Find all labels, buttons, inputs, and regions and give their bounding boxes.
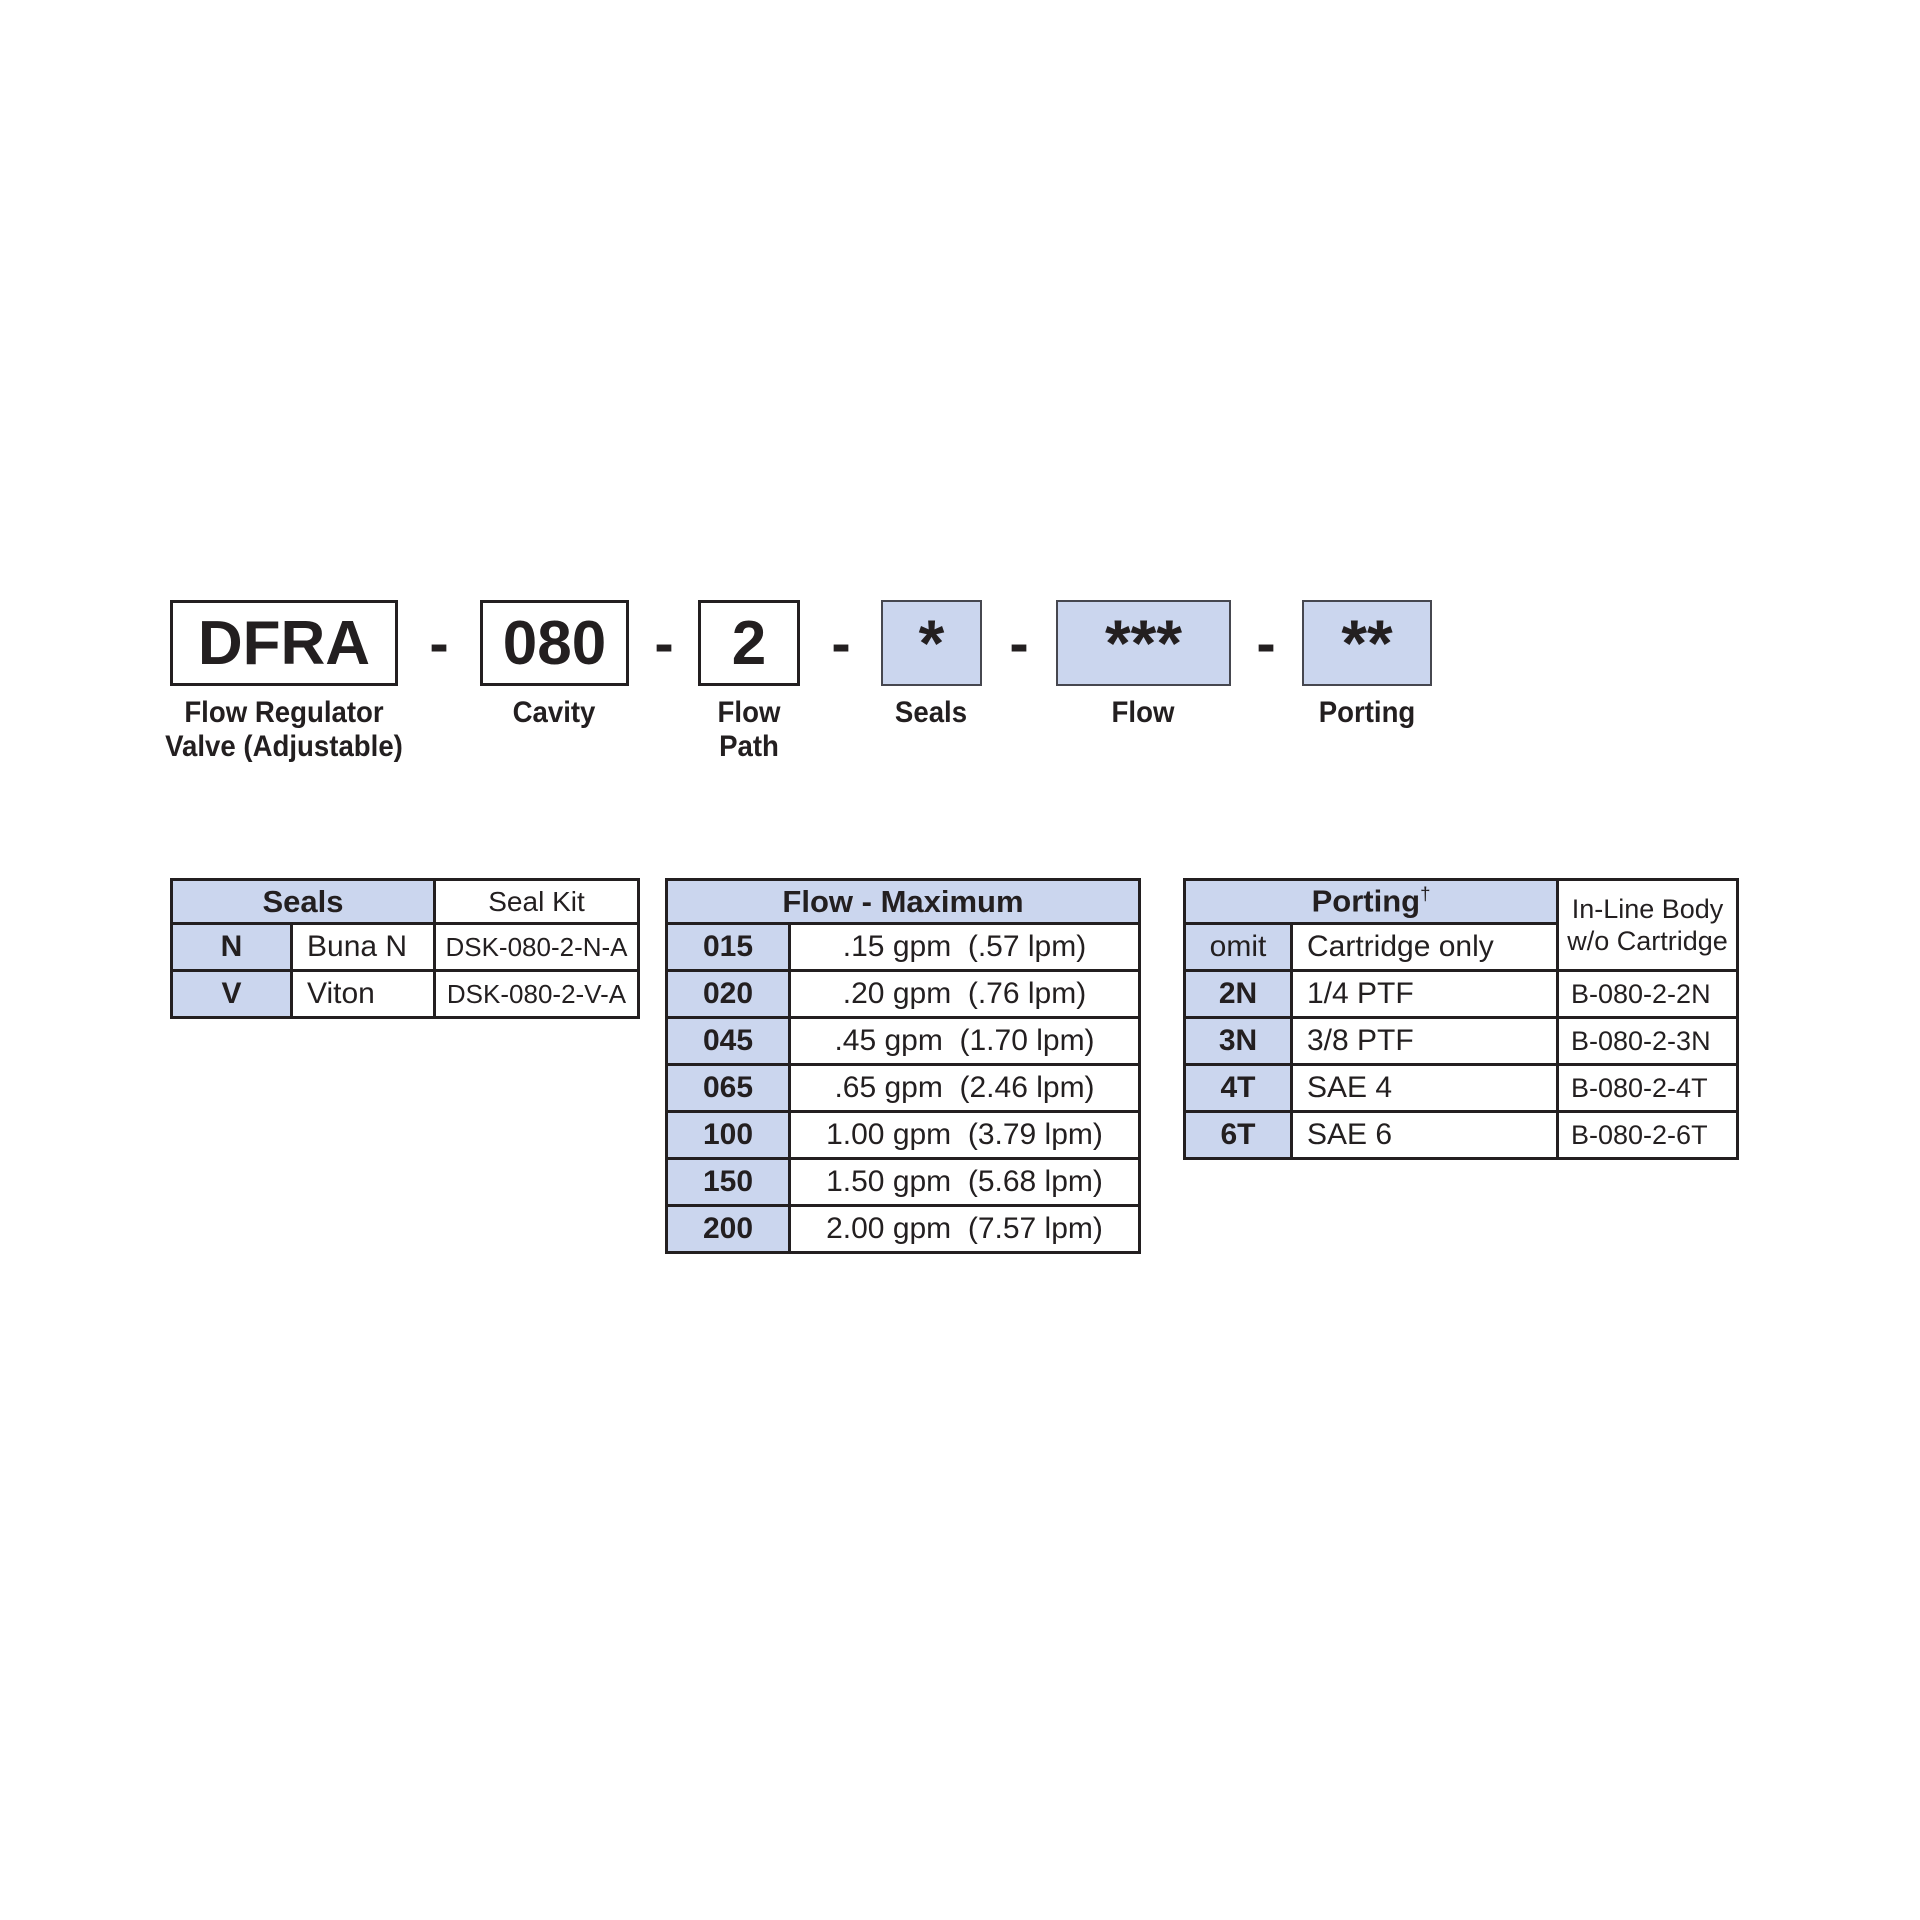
table-row: 4T SAE 4 B-080-2-4T: [1183, 1063, 1739, 1113]
inline-body-header-line: In-Line Body: [1571, 894, 1724, 924]
code-label-line: Porting: [1318, 696, 1416, 729]
code-text-seals: *: [918, 606, 945, 680]
inline-body-header: In-Line Body w/o Cartridge: [1556, 878, 1739, 972]
porting-description: Cartridge only: [1290, 922, 1559, 972]
porting-code: 2N: [1183, 969, 1293, 1019]
porting-description: SAE 4: [1290, 1063, 1559, 1113]
code-label-line: Flow Regulator: [184, 696, 384, 729]
code-label-line: Flow: [717, 696, 781, 729]
code-box-seals: *: [881, 600, 982, 686]
porting-description: 3/8 PTF: [1290, 1016, 1559, 1066]
inline-body-number: B-080-2-6T: [1556, 1110, 1739, 1160]
code-label-porting: Porting: [1220, 696, 1514, 730]
code-separator-dash: -: [831, 610, 851, 676]
seal-name: Buna N: [290, 922, 436, 972]
table-row: 3N 3/8 PTF B-080-2-3N: [1183, 1016, 1739, 1066]
porting-code: 4T: [1183, 1063, 1293, 1113]
flow-value: .20 gpm (.76 lpm): [788, 969, 1141, 1019]
porting-code: 6T: [1183, 1110, 1293, 1160]
table-row: 015 .15 gpm (.57 lpm): [665, 922, 1141, 972]
code-label-model: Flow Regulator Valve (Adjustable): [137, 696, 431, 764]
flow-value: .45 gpm (1.70 lpm): [788, 1016, 1141, 1066]
code-text-flow: ***: [1104, 606, 1183, 680]
porting-description: SAE 6: [1290, 1110, 1559, 1160]
flow-value: 1.00 gpm (3.79 lpm): [788, 1110, 1141, 1160]
table-row: 200 2.00 gpm (7.57 lpm): [665, 1204, 1141, 1254]
seal-kit-header: Seal Kit: [433, 878, 640, 925]
inline-body-number: B-080-2-4T: [1556, 1063, 1739, 1113]
code-text-flow-path: 2: [731, 608, 767, 678]
inline-body-number: B-080-2-3N: [1556, 1016, 1739, 1066]
table-row: V Viton DSK-080-2-V-A: [170, 969, 640, 1019]
code-box-porting: **: [1302, 600, 1432, 686]
seals-table: Seals Seal Kit N Buna N DSK-080-2-N-A V …: [170, 878, 640, 1019]
code-label-seals: Seals: [784, 696, 1078, 730]
code-separator-dash: -: [429, 610, 449, 676]
code-box-cavity: 080: [480, 600, 629, 686]
inline-body-number: B-080-2-2N: [1556, 969, 1739, 1019]
table-row: 020 .20 gpm (.76 lpm): [665, 969, 1141, 1019]
porting-description: 1/4 PTF: [1290, 969, 1559, 1019]
flow-value: .65 gpm (2.46 lpm): [788, 1063, 1141, 1113]
table-row: 6T SAE 6 B-080-2-6T: [1183, 1110, 1739, 1160]
code-label-line: Valve (Adjustable): [165, 730, 403, 763]
porting-table-title: Porting†: [1183, 878, 1559, 925]
seal-kit-number: DSK-080-2-N-A: [433, 922, 640, 972]
porting-code: omit: [1183, 922, 1293, 972]
code-text-cavity: 080: [502, 608, 607, 678]
porting-table: Porting† In-Line Body w/o Cartridge omit…: [1183, 878, 1739, 1160]
code-separator-dash: -: [654, 610, 674, 676]
code-text-porting: **: [1341, 606, 1393, 680]
code-separator-dash: -: [1256, 610, 1276, 676]
code-separator-dash: -: [1009, 610, 1029, 676]
code-label-flow: Flow: [996, 696, 1290, 730]
table-row: 065 .65 gpm (2.46 lpm): [665, 1063, 1141, 1113]
code-label-line: Flow: [1111, 696, 1175, 729]
flow-value: 1.50 gpm (5.68 lpm): [788, 1157, 1141, 1207]
porting-code: 3N: [1183, 1016, 1293, 1066]
flow-code: 045: [665, 1016, 791, 1066]
code-text-model: DFRA: [197, 608, 371, 678]
seals-table-title: Seals: [170, 878, 436, 925]
code-box-flow: ***: [1056, 600, 1231, 686]
seal-kit-number: DSK-080-2-V-A: [433, 969, 640, 1019]
code-label-line: Cavity: [512, 696, 596, 729]
dagger-footnote-mark: †: [1420, 883, 1431, 905]
table-row: N Buna N DSK-080-2-N-A: [170, 922, 640, 972]
code-label-line: Seals: [894, 696, 968, 729]
flow-table-title: Flow - Maximum: [665, 878, 1141, 925]
seal-code: V: [170, 969, 293, 1019]
table-row: 2N 1/4 PTF B-080-2-2N: [1183, 969, 1739, 1019]
flow-code: 150: [665, 1157, 791, 1207]
code-label-cavity: Cavity: [407, 696, 701, 730]
seal-name: Viton: [290, 969, 436, 1019]
code-label-line: Path: [719, 730, 779, 763]
inline-body-header-line: w/o Cartridge: [1567, 926, 1728, 956]
table-row: 100 1.00 gpm (3.79 lpm): [665, 1110, 1141, 1160]
flow-code: 020: [665, 969, 791, 1019]
flow-code: 065: [665, 1063, 791, 1113]
seal-code: N: [170, 922, 293, 972]
flow-code: 200: [665, 1204, 791, 1254]
flow-code: 015: [665, 922, 791, 972]
flow-code: 100: [665, 1110, 791, 1160]
porting-title-text: Porting: [1311, 883, 1421, 919]
flow-value: .15 gpm (.57 lpm): [788, 922, 1141, 972]
code-box-model: DFRA: [170, 600, 398, 686]
table-row: 045 .45 gpm (1.70 lpm): [665, 1016, 1141, 1066]
table-row: 150 1.50 gpm (5.68 lpm): [665, 1157, 1141, 1207]
flow-maximum-table: Flow - Maximum 015 .15 gpm (.57 lpm) 020…: [665, 878, 1141, 1254]
table-row: omit Cartridge only: [1183, 922, 1738, 972]
code-box-flow-path: 2: [698, 600, 800, 686]
code-label-flow-path: Flow Path: [602, 696, 896, 764]
flow-value: 2.00 gpm (7.57 lpm): [788, 1204, 1141, 1254]
model-code-builder: DFRA - 080 - 2 - * - *** - ** Flow Regul…: [0, 0, 1920, 763]
